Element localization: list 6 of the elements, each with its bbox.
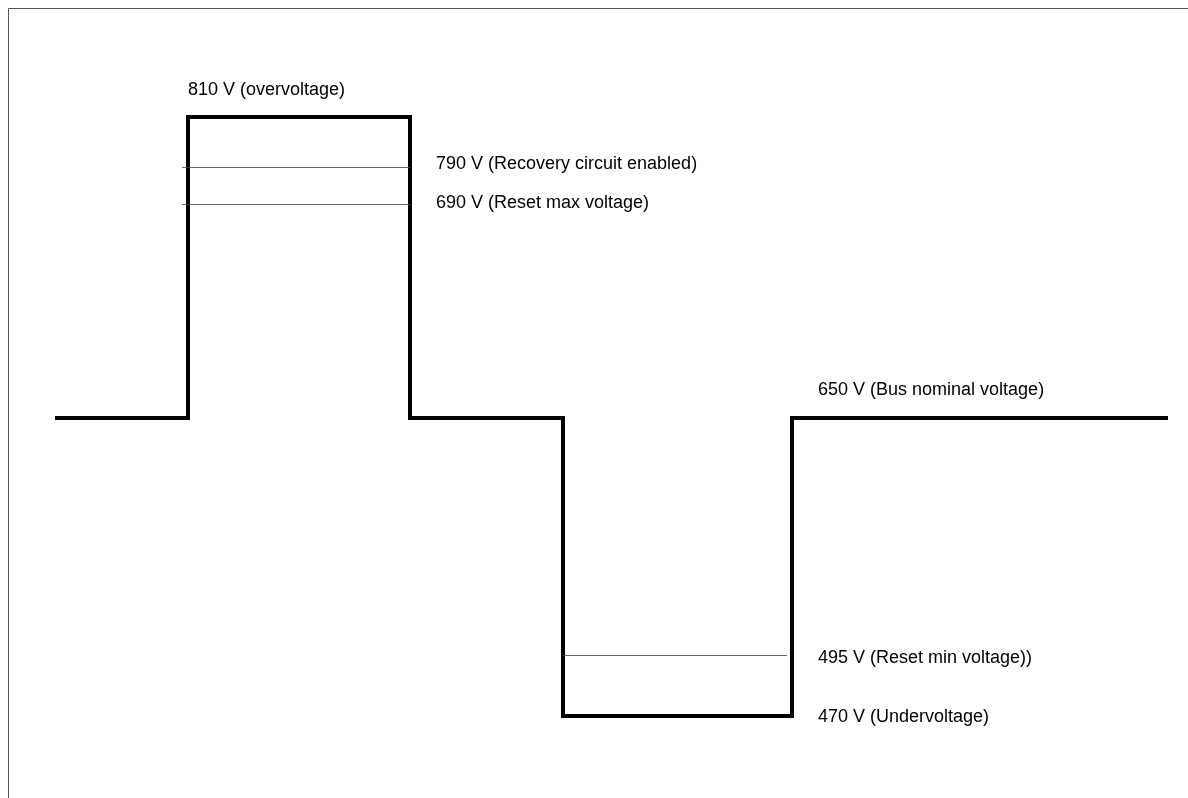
- voltage-level-label: 790 V (Recovery circuit enabled): [436, 152, 698, 174]
- voltage-level-label: 650 V (Bus nominal voltage): [818, 378, 1045, 400]
- voltage-level-label: 470 V (Undervoltage): [818, 705, 990, 727]
- voltage-level-label: 690 V (Reset max voltage): [436, 191, 650, 213]
- voltage-level-label: 495 V (Reset min voltage)): [818, 646, 1033, 668]
- voltage-level-label: 810 V (overvoltage): [188, 78, 346, 100]
